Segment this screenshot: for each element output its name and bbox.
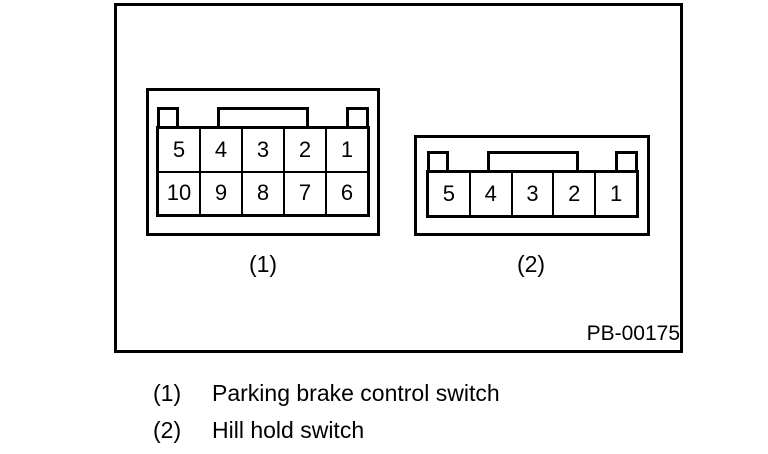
- pin-cell: 10: [158, 171, 200, 215]
- pin-cell: 3: [242, 128, 284, 172]
- connector-1-pin-grid: 5 4 3 2 1 10 9 8 7 6: [156, 126, 370, 217]
- connector-2-key-notch-left: [427, 151, 449, 172]
- connector-2-center-tab: [487, 151, 579, 172]
- legend-item: (1) Parking brake control switch: [153, 380, 500, 406]
- connector-1-center-tab: [217, 107, 309, 128]
- pin-cell: 6: [326, 171, 368, 215]
- figure-frame: [114, 3, 683, 353]
- legend-text: Parking brake control switch: [212, 380, 500, 406]
- legend-text: Hill hold switch: [212, 417, 365, 443]
- legend-ref: (1): [153, 380, 182, 406]
- pin-cell: 7: [284, 171, 326, 215]
- pin-cell: 4: [469, 172, 512, 216]
- connector-2-label: (2): [516, 251, 546, 277]
- pin-cell: 8: [242, 171, 284, 215]
- pin-cell: 2: [553, 172, 596, 216]
- connector-2-key-notch-right: [615, 151, 638, 172]
- connector-1-key-notch-right: [346, 107, 369, 128]
- pin-cell: 2: [284, 128, 326, 172]
- connector-2-housing: [414, 135, 650, 236]
- pin-cell: 1: [595, 172, 637, 216]
- connector-1-label: (1): [248, 251, 278, 277]
- connector-2-pin-grid: 5 4 3 2 1: [426, 170, 639, 218]
- pin-cell: 3: [511, 172, 554, 216]
- pin-cell: 4: [200, 128, 242, 172]
- legend-item: (2) Hill hold switch: [153, 417, 364, 443]
- pin-cell: 5: [158, 128, 200, 172]
- connector-1-key-notch-left: [157, 107, 179, 128]
- connector-1-housing: [146, 88, 380, 236]
- legend-ref: (2): [153, 417, 182, 443]
- pin-cell: 1: [326, 128, 368, 172]
- pin-cell: 9: [200, 171, 242, 215]
- figure-code: PB-00175: [586, 322, 680, 345]
- pin-cell: 5: [428, 172, 470, 216]
